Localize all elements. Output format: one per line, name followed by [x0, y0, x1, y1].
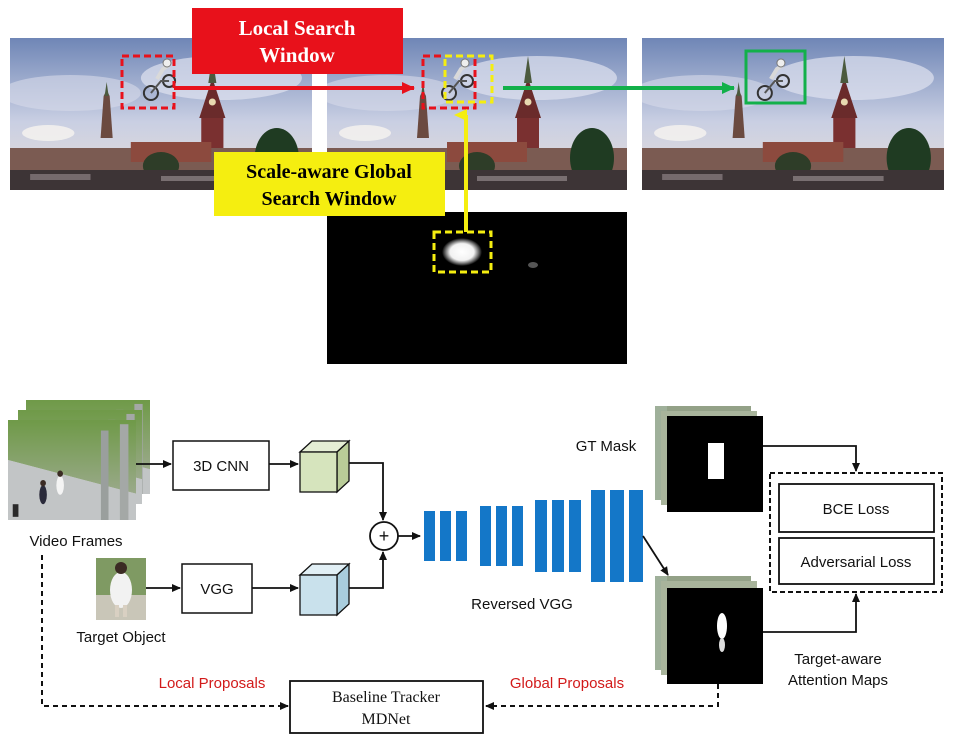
local-window-box-frame1 — [120, 54, 176, 110]
baseline-tracker-box — [289, 680, 484, 734]
global-proposals-path — [485, 684, 719, 710]
gt-mask-to-loss-arrow — [763, 445, 860, 472]
bce-loss-box — [778, 483, 935, 533]
cnn3d-feature-cube — [298, 439, 351, 494]
global-window-label-line2: Search Window — [261, 188, 397, 210]
cnn3d-box — [172, 440, 270, 491]
vgg-box — [181, 563, 253, 614]
baseline-tracker-label-line1: Baseline Tracker — [332, 689, 441, 706]
reversed-vgg-to-maps-arrow — [642, 535, 669, 576]
global-window-label-line1: Scale-aware Global — [246, 161, 412, 183]
video-frames-stack — [8, 400, 150, 520]
response-minor-peak — [528, 262, 538, 268]
gt-mask-stack — [655, 406, 763, 512]
bce-loss-label: BCE Loss — [823, 501, 890, 518]
frame-3-photo — [642, 38, 944, 190]
local-proposals-path — [41, 555, 289, 710]
reversed-vgg-layers — [424, 490, 643, 582]
adversarial-loss-label: Adversarial Loss — [801, 554, 912, 571]
attention-maps-label-line2: Attention Maps — [788, 672, 888, 689]
global-window-label-box — [214, 152, 445, 216]
video-frames-label: Video Frames — [29, 533, 122, 550]
reversed-vgg-label: Reversed VGG — [471, 596, 573, 613]
response-peak-box — [432, 230, 493, 274]
local-proposals-label: Local Proposals — [159, 675, 266, 692]
local-window-label-line1: Local Search — [239, 16, 356, 40]
maps-to-loss-arrow — [763, 593, 860, 633]
baseline-tracker-label-line2: MDNet — [362, 711, 411, 728]
response-peak — [442, 238, 482, 266]
plus-operator-symbol: + — [379, 526, 390, 546]
vgg-feature-cube — [298, 562, 351, 617]
attention-map-stack — [655, 576, 763, 684]
local-window-label-box — [192, 8, 403, 74]
global-proposals-label: Global Proposals — [510, 675, 624, 692]
target-object-label: Target Object — [76, 629, 166, 646]
cube-to-plus-arrow-top — [349, 462, 387, 521]
vgg-label: VGG — [200, 581, 233, 598]
gt-mask-label: GT Mask — [576, 438, 637, 455]
cube-to-plus-arrow-bottom — [349, 551, 387, 589]
attention-maps-label-line1: Target-aware — [794, 651, 882, 668]
local-window-label-line2: Window — [259, 43, 335, 67]
cnn3d-label: 3D CNN — [193, 458, 249, 475]
global-window-box-frame2 — [443, 54, 494, 104]
loss-group — [769, 472, 943, 593]
result-box-frame3 — [744, 49, 807, 105]
target-object-photo — [96, 558, 146, 620]
adversarial-loss-box — [778, 537, 935, 585]
response-map — [327, 212, 627, 364]
